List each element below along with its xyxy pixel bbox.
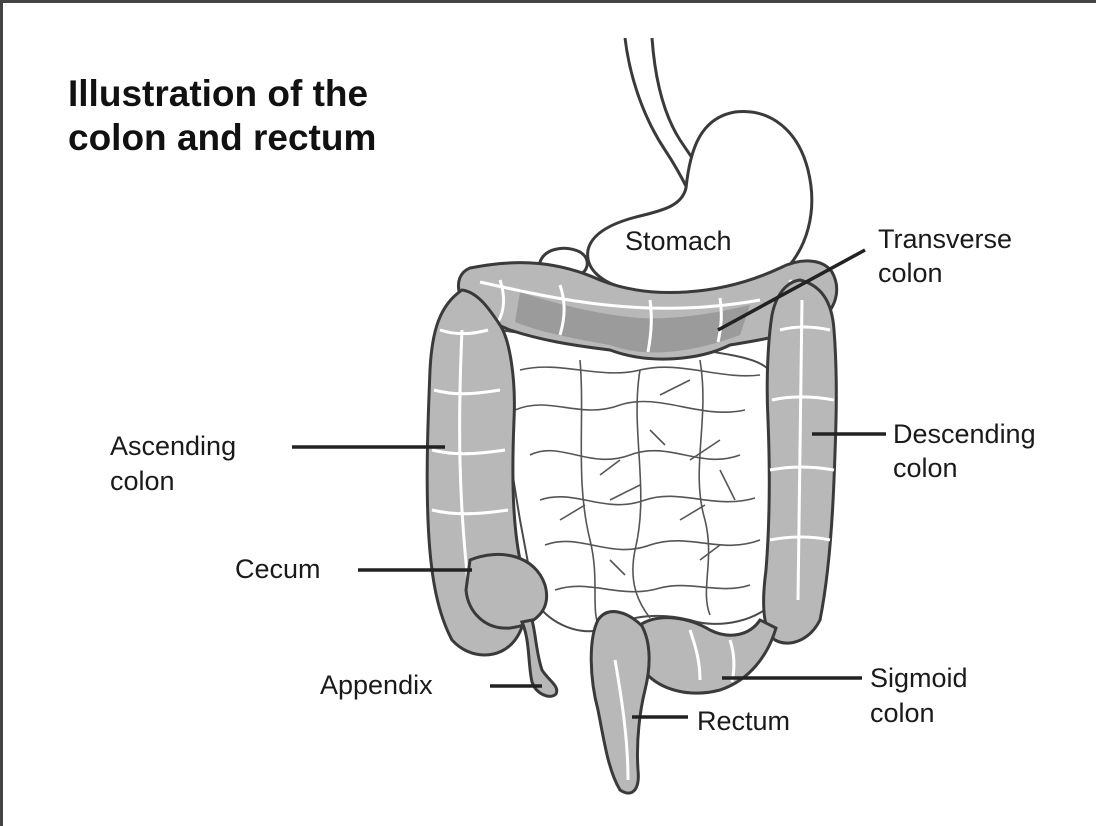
label-transverse-line1: Transverse (878, 224, 1012, 254)
label-descending-line1: Descending (893, 419, 1036, 449)
label-ascending-line2: colon (110, 466, 175, 496)
label-descending-line2: colon (893, 453, 958, 483)
label-cecum: Cecum (235, 554, 321, 584)
cecum (466, 554, 547, 628)
label-sigmoid-line1: Sigmoid (870, 663, 968, 693)
label-sigmoid-line2: colon (870, 698, 935, 728)
label-rectum: Rectum (697, 706, 790, 736)
sigmoid-colon (632, 618, 776, 693)
label-transverse-line2: colon (878, 258, 943, 288)
label-stomach: Stomach (625, 226, 732, 256)
label-ascending-line1: Ascending (110, 431, 236, 461)
label-appendix: Appendix (320, 670, 433, 700)
